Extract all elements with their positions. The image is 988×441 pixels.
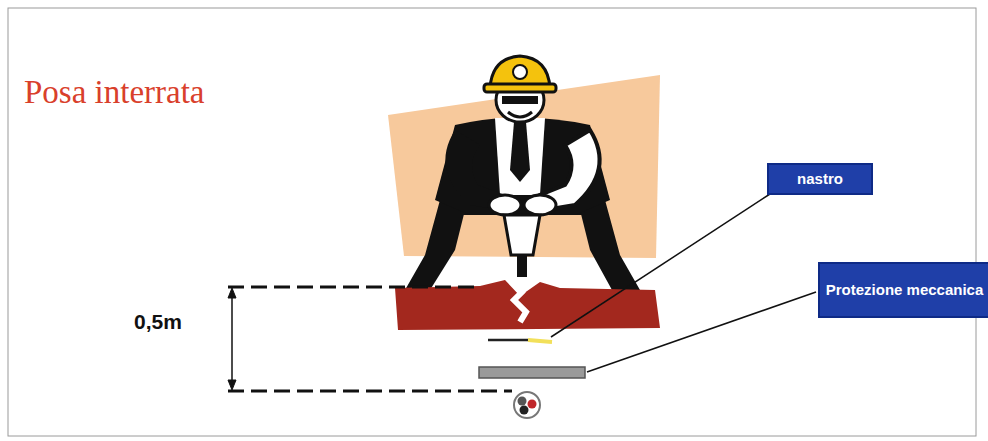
frame [8,8,976,436]
dimension-label: 0,5m [132,310,184,334]
box-label: Protezione meccanica [826,281,984,299]
leader-line [587,292,816,372]
tape [488,340,552,342]
background-shape [388,75,660,258]
title: Posa interrata [24,74,205,111]
protection-bar [479,367,585,378]
label-box: nastro [767,163,873,195]
label-box: Protezione meccanica [818,262,988,318]
cable [514,392,540,418]
dimension [228,287,512,391]
box-label: nastro [797,170,843,188]
worker [405,56,640,290]
ground [395,280,660,330]
leader-line [551,194,770,337]
crack [514,280,526,322]
